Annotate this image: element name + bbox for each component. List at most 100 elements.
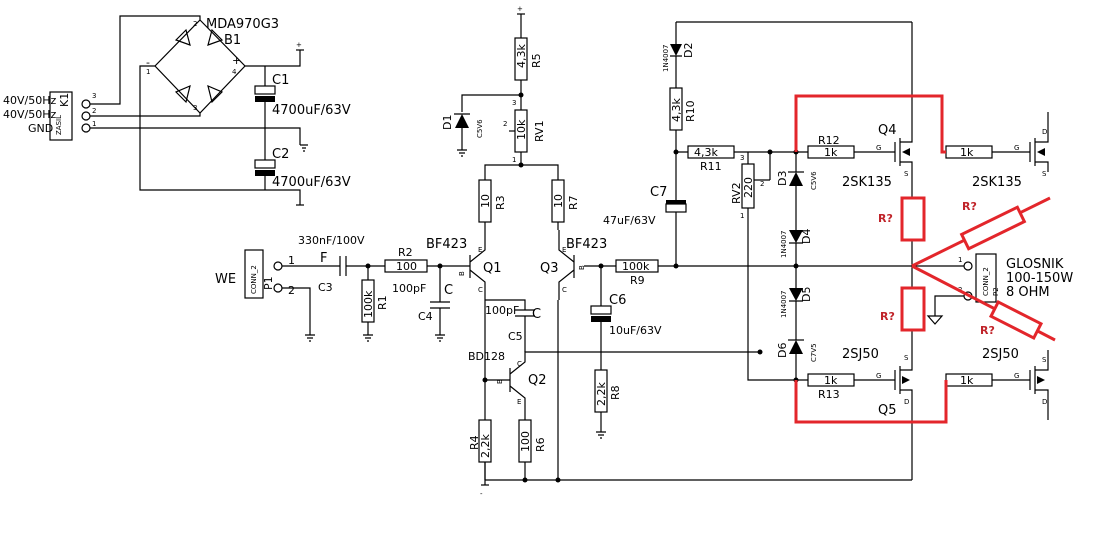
speaker-label: GLOSNIK (1006, 257, 1064, 272)
rv1-pin: 2 (503, 120, 507, 128)
d2-diode-icon (670, 44, 682, 56)
plus-rail-text: + (296, 41, 302, 49)
r5-value: 4,3k (515, 44, 528, 68)
d4-diode-icon (789, 230, 803, 243)
q3-collector-pin: C (562, 286, 567, 294)
c1-plate-neg (255, 96, 275, 102)
p2-connector-body (975, 253, 997, 303)
rv2-value: 220 (742, 177, 755, 198)
c4-symbol (430, 266, 450, 335)
junction (522, 477, 528, 483)
c3-ref: C3 (318, 281, 333, 294)
q3-emitter-pin: E (562, 246, 566, 254)
parallel-mosfet-bottom-arrow-icon (1037, 376, 1045, 384)
p2-ref: P2 (992, 287, 1000, 296)
gate-resistor-bottom-value: 1k (960, 374, 974, 387)
q2-collector-pin: C (517, 360, 522, 368)
junction (673, 149, 679, 155)
junction (555, 477, 561, 483)
q5-part: 2SJ50 (842, 347, 879, 362)
q3-ref: Q3 (540, 261, 559, 276)
parallel-mosfet-top-gate (1029, 138, 1036, 166)
wire (90, 15, 201, 105)
r11-value: 4,3k (694, 146, 718, 159)
p1-connector-name: CONN_2 (250, 265, 258, 294)
bridge-pin: 2 (193, 20, 197, 28)
plus-rail-text: + (517, 5, 523, 13)
r4-ref: R4 (468, 435, 481, 450)
k1-ref: K1 (58, 93, 71, 107)
c7-ref: C7 (650, 185, 667, 200)
r2-value: 100 (396, 260, 417, 273)
c3-plates (339, 256, 347, 276)
r9-value: 100k (622, 260, 650, 273)
q4-ref: Q4 (878, 123, 897, 138)
junction (793, 263, 799, 269)
wire (675, 130, 688, 153)
gnd-label: GND (28, 122, 53, 135)
q4-arrow-icon (902, 148, 910, 156)
q5-gate-pin: G (876, 372, 881, 380)
c4-ref: C4 (418, 310, 433, 323)
r13-ref: R13 (818, 388, 840, 401)
p2-pin-circle (963, 261, 973, 271)
speaker-impedance: 8 OHM (1006, 285, 1050, 300)
rv2-pin: 3 (740, 154, 744, 162)
bridge-pin: 4 (232, 68, 237, 76)
ac-label-1: 40V/50Hz (3, 94, 56, 107)
q4-gate-pin: G (876, 144, 881, 152)
r7-body (551, 179, 565, 223)
c7-value: 47uF/63V (603, 214, 656, 227)
c2-plate-neg (255, 170, 275, 176)
d6-ref: D6 (776, 343, 789, 358)
r6-value: 100 (519, 431, 532, 452)
parallel-mosfet-bottom-gate (1029, 366, 1036, 394)
parallel-mosfet-bottom-source-pin: S (1042, 356, 1047, 364)
r5-ref: R5 (530, 53, 543, 68)
q1-collector (469, 269, 486, 480)
rv2-pin: 2 (760, 180, 764, 188)
r11-ref: R11 (700, 160, 722, 173)
c7-plate-neg (666, 200, 686, 206)
r6-ref: R6 (534, 437, 547, 452)
r8-value: 2,2k (595, 382, 608, 406)
q4-part: 2SK135 (842, 175, 892, 190)
c5-value: 100pF (485, 304, 519, 317)
rv2-pin: 1 (740, 212, 744, 220)
q2-emitter (509, 385, 526, 420)
q5-drain (900, 389, 913, 480)
parallel-mosfet-top-part: 2SK135 (972, 175, 1022, 190)
wire (139, 65, 301, 205)
r2-ref: R2 (398, 246, 413, 259)
q2-base-pin: B (496, 379, 504, 384)
q3-emitter (558, 230, 575, 263)
q2-ref: Q2 (528, 373, 547, 388)
annotation-resistor-diag-top (959, 205, 1027, 251)
q2-part: BD128 (468, 350, 505, 363)
c2-ref: C2 (272, 147, 289, 162)
r9-ref: R9 (630, 274, 645, 287)
annotation-resistor-bottom (900, 286, 926, 332)
d6-value: C7V5 (810, 343, 818, 362)
ground-symbol (457, 149, 467, 157)
wire (245, 50, 301, 67)
d1-value: C5V6 (476, 119, 484, 138)
p1-connector-body (244, 249, 264, 299)
parallel-mosfet-bottom-gate-pin: G (1014, 372, 1019, 380)
c7-plate (665, 203, 687, 213)
q4-gate (894, 138, 901, 166)
q1-emitter-pin: E (478, 246, 482, 254)
c5-ref: C5 (508, 330, 523, 343)
c6-value: 10uF/63V (609, 324, 662, 337)
bridge-minus: - (146, 56, 150, 69)
q1-part: BF423 (426, 237, 467, 252)
q3-base-pin: B (578, 265, 586, 270)
q5-ref: Q5 (878, 403, 897, 418)
q5-drain-pin: D (904, 398, 909, 406)
ground-symbol (596, 431, 606, 439)
r10-value: 4,3k (670, 98, 683, 122)
wire (90, 113, 201, 117)
q1-emitter (469, 230, 486, 263)
parallel-mosfet-bottom-drain-pin: D (1042, 398, 1047, 406)
ground-symbol (363, 334, 373, 342)
